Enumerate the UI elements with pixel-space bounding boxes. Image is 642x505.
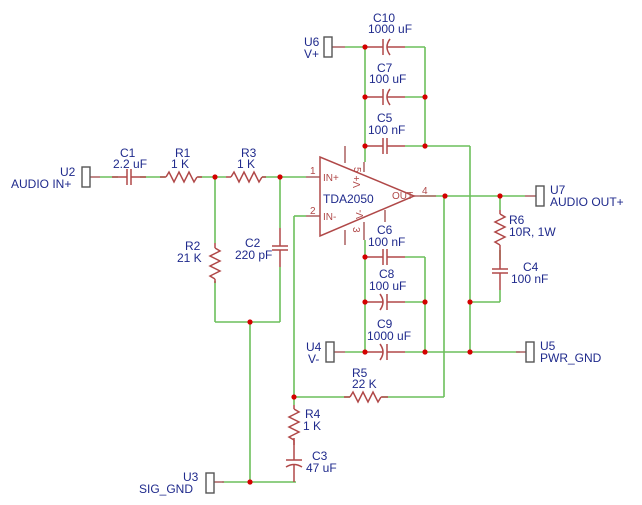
c3-ref: C3: [312, 449, 328, 463]
r3-ref: R3: [241, 146, 257, 160]
junction: [422, 349, 428, 355]
r6-ref: R6: [509, 213, 525, 227]
c2-ref: C2: [245, 236, 261, 250]
capacitor-c4[interactable]: C4 100 nF: [492, 250, 548, 290]
c9-value: 1000 uF: [367, 329, 411, 343]
junction: [362, 349, 368, 355]
connector-u5[interactable]: U5 PWR_GND: [516, 339, 602, 365]
u7-ref: U7: [550, 183, 566, 197]
junction: [422, 299, 428, 305]
capacitor-c8[interactable]: C8 100 uF: [365, 267, 406, 311]
connector-u3[interactable]: U3 SIG_GND: [139, 470, 224, 496]
c1-value: 2.2 uF: [113, 157, 147, 171]
c7-ref: C7: [377, 61, 393, 75]
c7-value: 100 uF: [369, 72, 406, 86]
junctions: [212, 44, 503, 485]
c8-ref: C8: [379, 267, 395, 281]
junction: [467, 299, 473, 305]
capacitor-c7[interactable]: C7 100 uF: [365, 61, 406, 106]
resistor-r2[interactable]: R2 21 K: [177, 239, 222, 283]
resistor-r6[interactable]: R6 10R, 1W: [493, 210, 556, 250]
pin-label-out: OUT: [392, 191, 413, 202]
u4-label: V-: [308, 352, 319, 366]
pin-num-4: 4: [422, 186, 428, 197]
connector-u4[interactable]: U4 V-: [306, 340, 345, 366]
r1-ref: R1: [175, 146, 191, 160]
c10-ref: C10: [373, 11, 395, 25]
u2-ref: U2: [60, 165, 76, 179]
capacitor-c9[interactable]: C9 1000 uF: [365, 317, 411, 361]
opamp-body: [319, 155, 416, 238]
junction: [277, 174, 283, 180]
ic-tda2050[interactable]: 1 2 4 5 3 IN+ IN- OUT V+ V- TDA2050: [306, 146, 436, 245]
capacitor-c1[interactable]: C1 2.2 uF: [112, 146, 147, 185]
r2-ref: R2: [185, 239, 201, 253]
c2-value: 220 pF: [235, 248, 272, 262]
c8-value: 100 uF: [369, 279, 406, 293]
c6-ref: C6: [377, 223, 393, 237]
connector-u2[interactable]: U2 AUDIO IN+: [11, 165, 100, 191]
c3-value: 47 uF: [306, 461, 337, 475]
junction: [212, 174, 218, 180]
pin-label-v-minus: V-: [355, 210, 366, 219]
pin-num-1: 1: [310, 166, 316, 177]
u6-ref: U6: [304, 35, 320, 49]
u6-label: V+: [304, 47, 319, 61]
r5-value: 22 K: [352, 377, 377, 391]
resistor-r4[interactable]: R4 1 K: [287, 405, 321, 445]
connector-u7[interactable]: U7 AUDIO OUT+: [525, 183, 624, 209]
c10-value: 1000 uF: [368, 22, 412, 36]
c6-value: 100 nF: [368, 235, 405, 249]
c4-ref: C4: [523, 260, 539, 274]
u7-label: AUDIO OUT+: [550, 195, 624, 209]
junction: [422, 143, 428, 149]
resistor-r3[interactable]: R3 1 K: [226, 146, 266, 184]
r4-ref: R4: [305, 407, 321, 421]
junction: [362, 254, 368, 260]
connector-u6[interactable]: U6 V+: [304, 35, 345, 61]
u2-label: AUDIO IN+: [11, 177, 71, 191]
r3-value: 1 K: [237, 157, 255, 171]
pin-num-5: 5: [351, 167, 362, 173]
capacitor-c6[interactable]: C6 100 nF: [365, 223, 405, 265]
c5-value: 100 nF: [368, 123, 405, 137]
junction: [291, 394, 297, 400]
u3-ref: U3: [183, 470, 199, 484]
pin-num-3: 3: [350, 227, 361, 233]
pin-label-in-minus: IN-: [323, 212, 336, 223]
junction: [362, 143, 368, 149]
r5-ref: R5: [352, 366, 368, 380]
pin-label-in-plus: IN+: [323, 173, 339, 184]
r4-value: 1 K: [303, 419, 321, 433]
junction: [362, 44, 368, 50]
pin-label-v-plus: V+: [352, 175, 363, 188]
ic-name: TDA2050: [323, 192, 374, 206]
c1-ref: C1: [120, 146, 136, 160]
r2-value: 21 K: [177, 251, 202, 265]
junction: [362, 299, 368, 305]
resistor-r1[interactable]: R1 1 K: [160, 146, 202, 184]
pin-num-2: 2: [310, 206, 316, 217]
capacitor-c2[interactable]: C2 220 pF: [235, 228, 288, 267]
resistor-r5[interactable]: R5 22 K: [344, 366, 388, 404]
junction: [422, 94, 428, 100]
u3-label: SIG_GND: [139, 482, 193, 496]
junction: [247, 319, 253, 325]
u5-label: PWR_GND: [540, 351, 602, 365]
junction: [442, 193, 448, 199]
c5-ref: C5: [377, 111, 393, 125]
capacitor-c5[interactable]: C5 100 nF: [365, 111, 405, 154]
r1-value: 1 K: [171, 157, 189, 171]
u5-ref: U5: [540, 339, 556, 353]
u4-ref: U4: [306, 340, 322, 354]
junction: [362, 94, 368, 100]
junction: [497, 193, 503, 199]
capacitor-c10[interactable]: C10 1000 uF: [365, 11, 412, 56]
junction: [467, 349, 473, 355]
c4-value: 100 nF: [511, 272, 548, 286]
c9-ref: C9: [377, 317, 393, 331]
r6-value: 10R, 1W: [509, 225, 556, 239]
junction: [247, 479, 253, 485]
